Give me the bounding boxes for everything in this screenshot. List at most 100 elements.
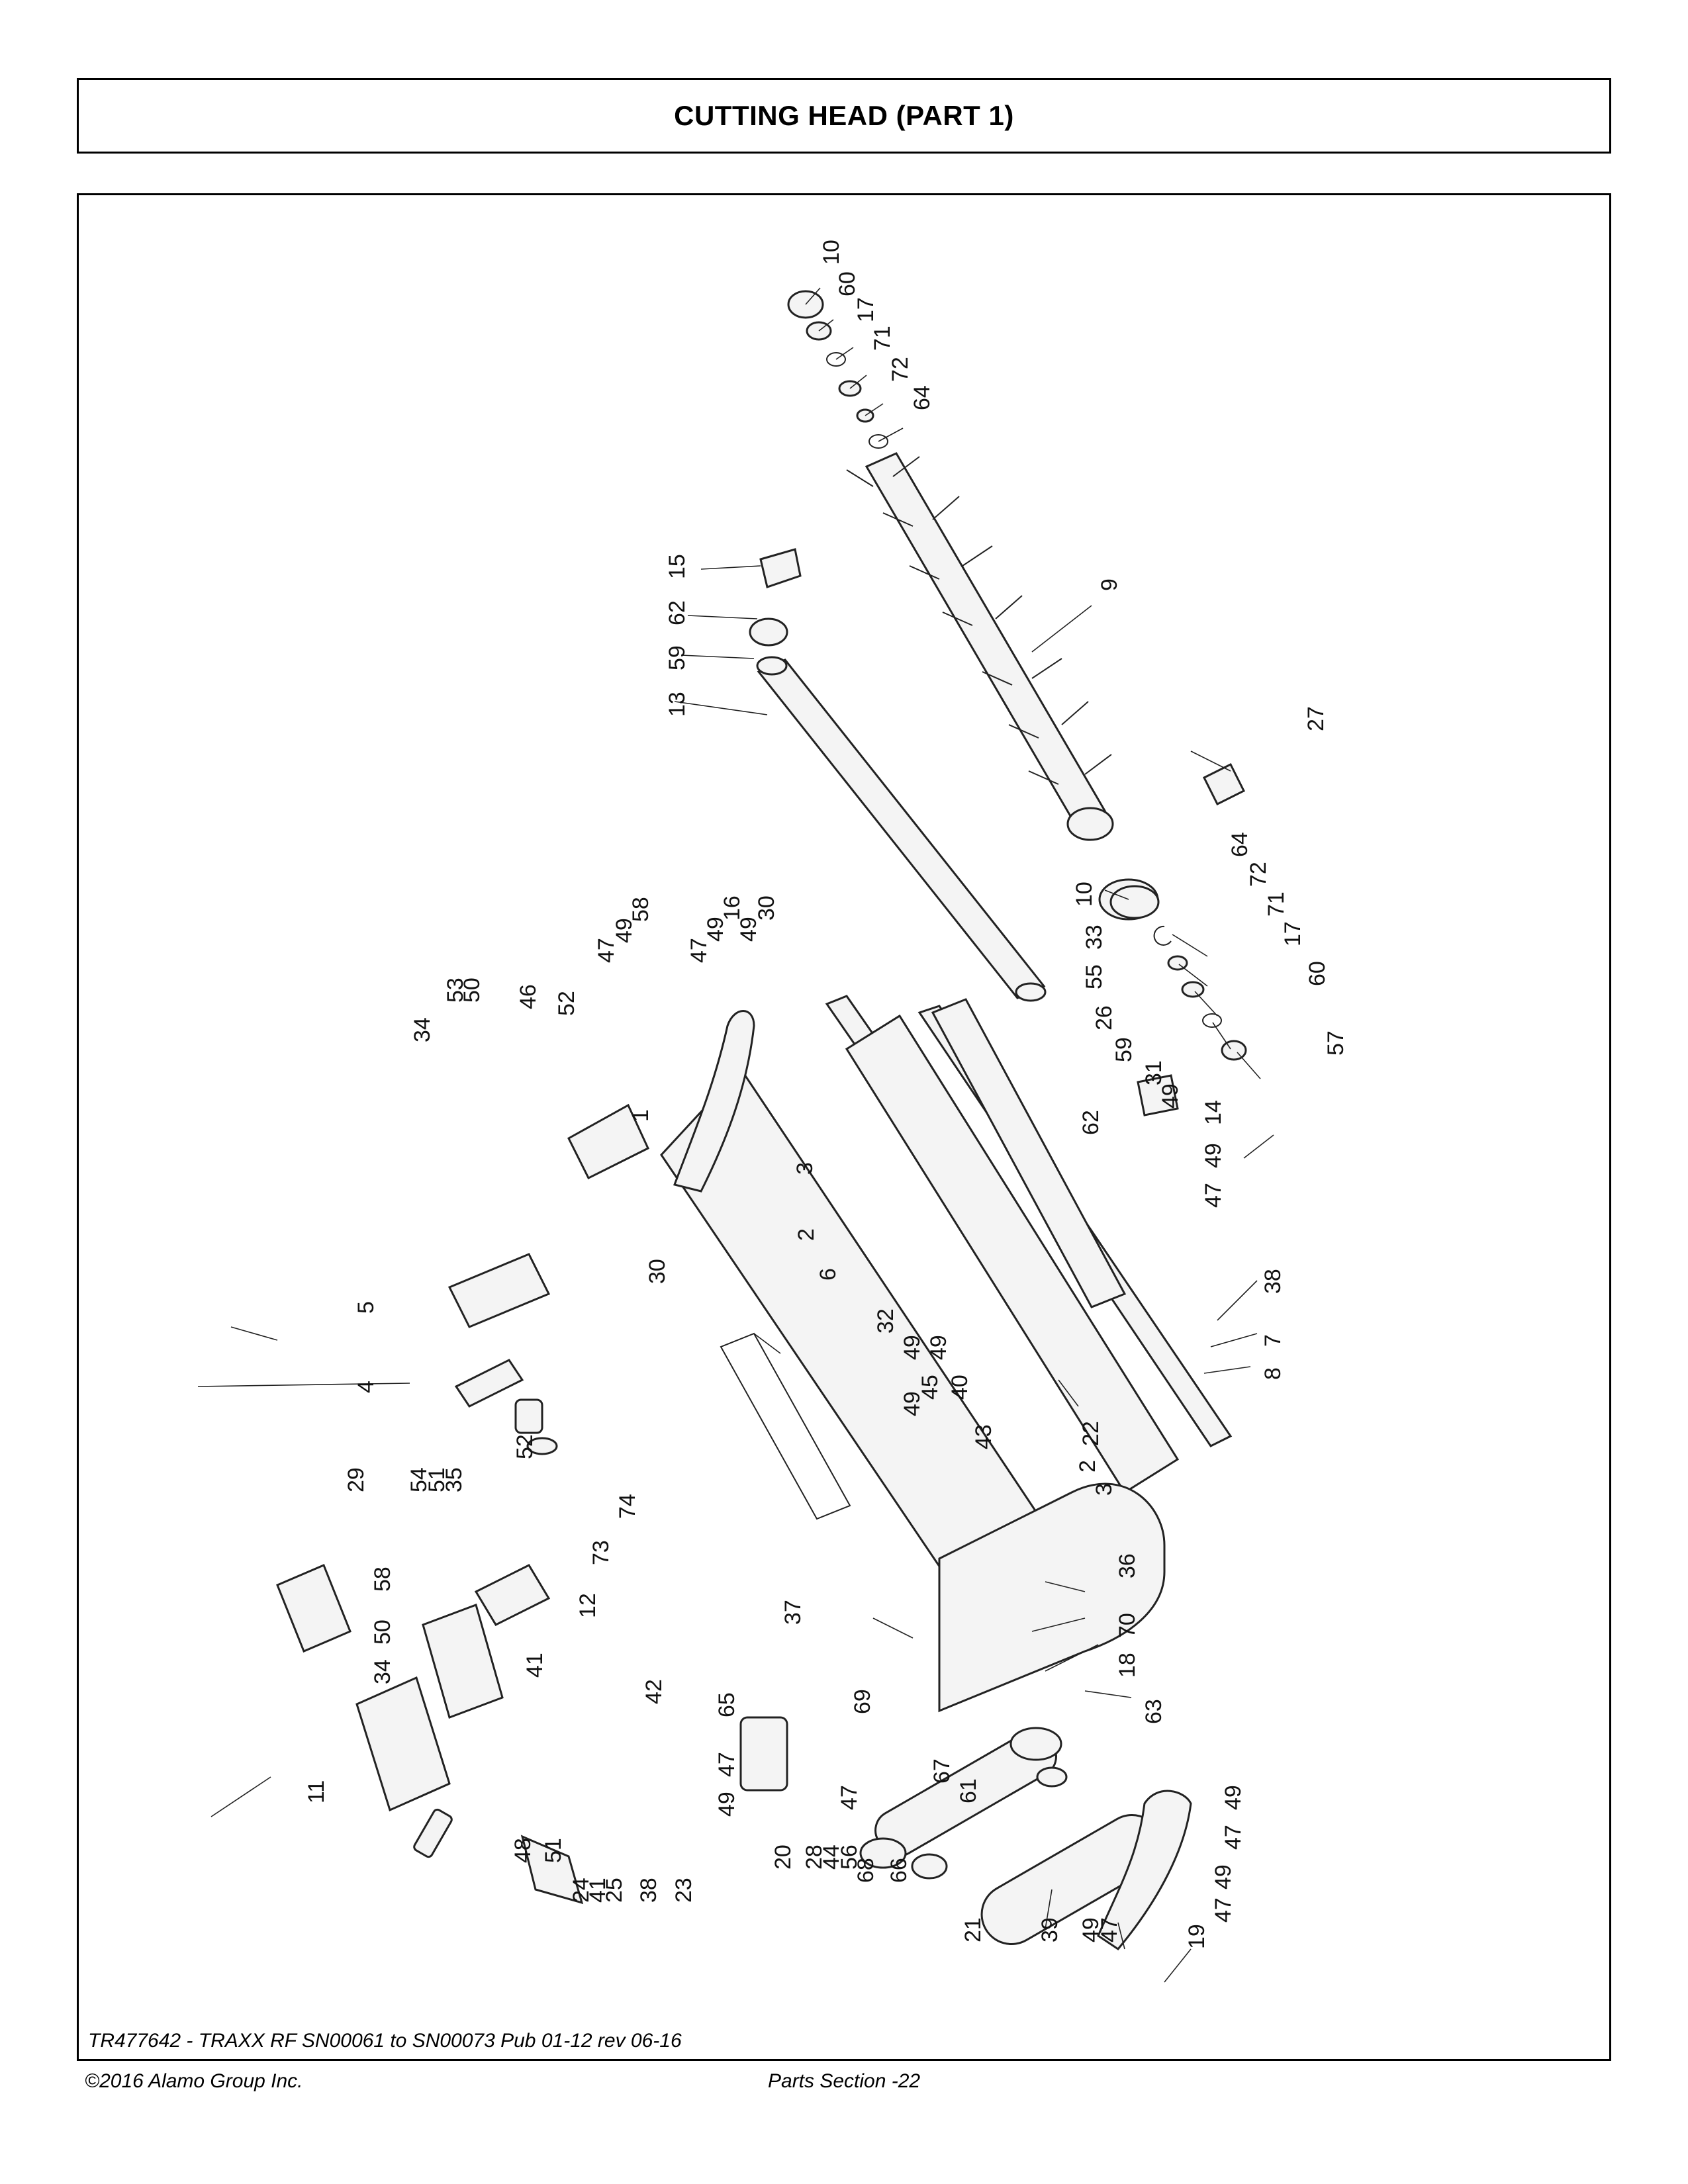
callout-73: 73 (588, 1540, 614, 1565)
callout-47e: 47 (837, 1785, 862, 1810)
callout-59: 59 (665, 645, 690, 670)
callout-46: 46 (516, 984, 541, 1009)
callout-3: 3 (792, 1162, 818, 1175)
callout-19: 19 (1184, 1924, 1209, 1949)
callout-36: 36 (1115, 1553, 1140, 1578)
callout-47a: 47 (1201, 1183, 1226, 1208)
callout-51: 51 (424, 1467, 449, 1492)
callout-47g: 47 (1221, 1825, 1246, 1850)
callout-34: 34 (410, 1017, 435, 1042)
callout-34b: 34 (370, 1659, 395, 1684)
callout-18: 18 (1115, 1653, 1140, 1678)
callout-27: 27 (1303, 706, 1329, 731)
callout-20: 20 (771, 1844, 796, 1870)
callout-51b: 51 (541, 1838, 566, 1863)
exploded-view-drawing: 10 60 17 71 72 64 15 62 59 13 9 27 10 64… (197, 240, 1348, 1983)
callout-25: 25 (602, 1878, 627, 1903)
callout-49l: 49 (1211, 1864, 1236, 1889)
callout-6: 6 (816, 1268, 841, 1281)
callout-37: 37 (780, 1600, 806, 1625)
callout-63: 63 (1141, 1699, 1166, 1724)
callout-12: 12 (575, 1593, 600, 1618)
callout-28: 28 (802, 1844, 827, 1870)
callout-10: 10 (819, 240, 844, 265)
callout-24: 24 (569, 1878, 594, 1903)
callout-42: 42 (641, 1679, 667, 1704)
callout-26: 26 (1092, 1005, 1117, 1030)
title-box: CUTTING HEAD (PART 1) (77, 78, 1611, 154)
callout-47f: 47 (1097, 1917, 1122, 1942)
callout-33: 33 (1082, 925, 1107, 950)
callout-67: 67 (929, 1758, 955, 1784)
callout-49i: 49 (714, 1792, 739, 1817)
callout-61: 61 (956, 1778, 981, 1803)
callout-49j: 49 (1078, 1917, 1103, 1942)
callout-55: 55 (1082, 964, 1107, 989)
callout-41: 41 (522, 1653, 547, 1678)
callout-30a: 30 (754, 895, 779, 921)
callout-62: 62 (665, 600, 690, 625)
callout-52b: 52 (512, 1434, 538, 1459)
callout-62b: 62 (1078, 1110, 1103, 1135)
callout-13: 13 (665, 692, 690, 717)
callout-49h: 49 (900, 1391, 925, 1416)
callout-49b: 49 (1201, 1143, 1226, 1168)
callout-4: 4 (353, 1381, 379, 1393)
callout-47b: 47 (594, 938, 619, 963)
callout-68: 68 (853, 1858, 878, 1883)
callout-47d: 47 (714, 1752, 739, 1777)
parts-diagram: 10 60 17 71 72 64 15 62 59 13 9 27 10 64… (77, 193, 1611, 2061)
roller-tube (749, 548, 1047, 1002)
callout-17b: 17 (1280, 921, 1305, 946)
callout-50b: 50 (370, 1619, 395, 1645)
callout-29: 29 (344, 1467, 369, 1492)
callout-49e: 49 (736, 917, 761, 942)
callout-60: 60 (835, 271, 860, 296)
callout-50: 50 (459, 978, 485, 1003)
callout-8: 8 (1260, 1367, 1286, 1380)
callout-49g: 49 (926, 1335, 951, 1360)
callout-72: 72 (888, 357, 913, 382)
callout-labels: 10 60 17 71 72 64 15 62 59 13 9 27 10 64… (304, 240, 1348, 1949)
right-bearing-stack (1109, 762, 1247, 1061)
callout-38b: 38 (636, 1878, 661, 1903)
callout-10b: 10 (1072, 882, 1097, 907)
callout-64b: 64 (1227, 832, 1252, 857)
callout-35: 35 (442, 1467, 467, 1492)
callout-38: 38 (1260, 1269, 1286, 1294)
callout-39: 39 (1037, 1917, 1062, 1942)
callout-49f: 49 (900, 1335, 925, 1360)
page-number: Parts Section -22 (768, 2070, 921, 2092)
callout-49d: 49 (703, 917, 728, 942)
callout-7: 7 (1260, 1334, 1286, 1347)
rotor-assembly (846, 452, 1159, 921)
callout-58b: 58 (370, 1567, 395, 1592)
callout-31: 31 (1141, 1060, 1166, 1085)
callout-56: 56 (837, 1844, 862, 1870)
callout-71b: 71 (1264, 891, 1289, 917)
callout-54: 54 (406, 1467, 432, 1492)
callout-15: 15 (665, 554, 690, 579)
callout-23: 23 (671, 1878, 696, 1903)
callout-17: 17 (853, 297, 878, 322)
page-title: CUTTING HEAD (PART 1) (674, 100, 1014, 131)
callout-11: 11 (304, 1780, 329, 1803)
belt-drive (739, 1482, 1166, 1945)
leader-lines (197, 287, 1274, 1983)
callout-57: 57 (1323, 1030, 1348, 1056)
callout-58a: 58 (628, 897, 653, 922)
callout-74: 74 (615, 1494, 640, 1519)
copyright: ©2016 Alamo Group Inc. (85, 2070, 303, 2092)
callout-32: 32 (873, 1308, 898, 1334)
callout-30b: 30 (645, 1259, 670, 1284)
callout-52: 52 (554, 991, 579, 1016)
callout-44: 44 (819, 1844, 844, 1870)
callout-64: 64 (910, 385, 935, 410)
callout-49a: 49 (1158, 1083, 1183, 1109)
callout-9: 9 (1097, 578, 1122, 591)
callout-3b: 3 (1092, 1483, 1117, 1496)
callout-22: 22 (1078, 1421, 1103, 1446)
callout-66: 66 (886, 1858, 912, 1883)
callout-2b: 2 (1075, 1460, 1100, 1473)
callout-69: 69 (850, 1689, 875, 1714)
